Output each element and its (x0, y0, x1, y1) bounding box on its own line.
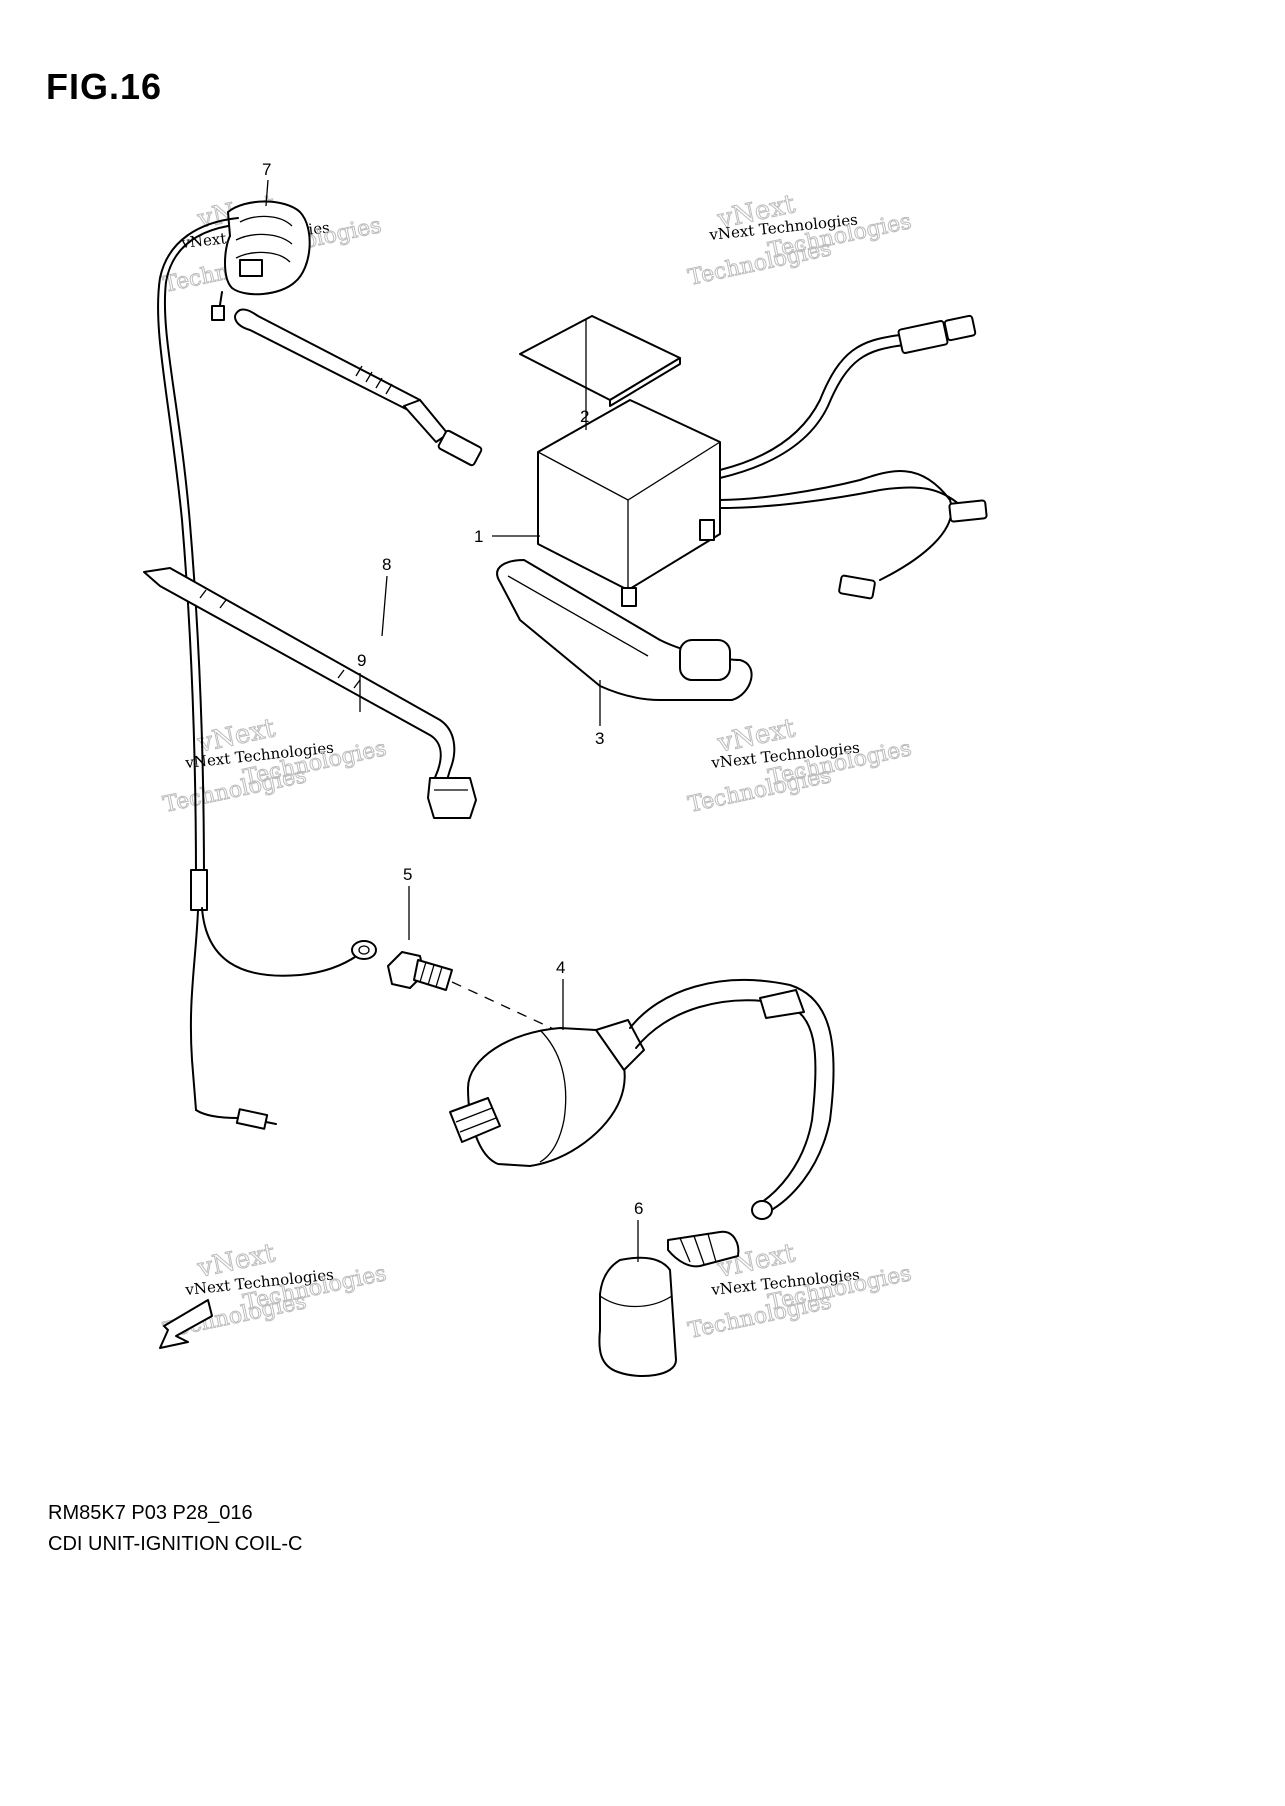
watermark-top-right: vNext vNext Technologies Technologies Te… (686, 189, 915, 292)
callout-5: 5 (403, 865, 412, 884)
figure-code: RM85K7 P03 P28_016 (48, 1502, 253, 1524)
part-5-bolt (387, 951, 453, 991)
figure-caption: CDI UNIT-IGNITION COIL-C (48, 1533, 303, 1555)
callout-1: 1 (474, 527, 483, 546)
callout-numbers: 7 2 1 8 9 3 5 4 6 (262, 160, 643, 1218)
callout-8: 8 (382, 555, 391, 574)
callout-6: 6 (634, 1199, 643, 1218)
watermark-mid-right: vNext vNext Technologies Technologies Te… (686, 713, 915, 819)
part-3-rubber-mount (496, 559, 753, 701)
callout-4: 4 (556, 958, 565, 977)
callout-7: 7 (262, 160, 271, 179)
part-4-ignition-coil (449, 979, 835, 1220)
part-1-cdi-unit (537, 314, 988, 607)
part-8-cable-tie (234, 308, 483, 467)
watermark-bottom-left: vNext vNext Technologies Technologies Te… (161, 1238, 390, 1345)
callout-leaders (265, 179, 639, 1262)
part-2-cdi-pad (519, 315, 681, 407)
callout-2: 2 (580, 407, 589, 426)
part-7-pickup-coil (157, 200, 377, 1130)
figure-title: FIG.16 (46, 66, 163, 107)
callout-3: 3 (595, 729, 604, 748)
callout-9: 9 (357, 651, 366, 670)
part-6-plug-cap (598, 1230, 740, 1377)
bolt-to-coil-dashline (451, 981, 561, 1033)
part-9-clamp-tie (143, 567, 477, 819)
